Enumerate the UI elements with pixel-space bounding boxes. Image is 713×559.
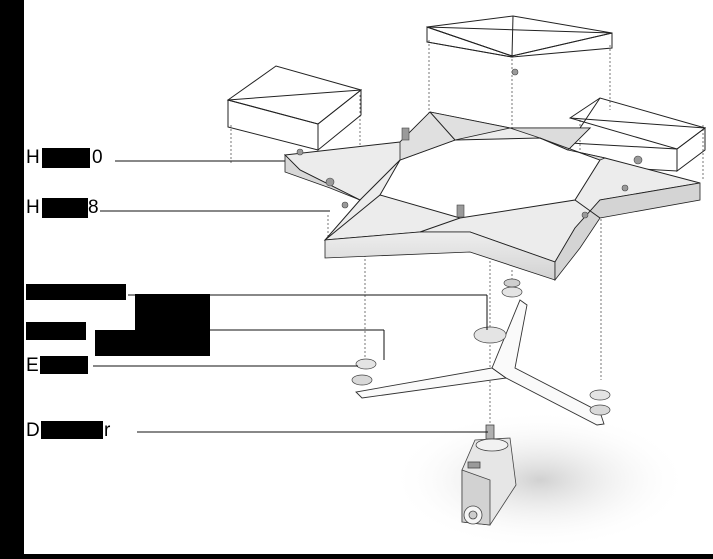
label-redaction-2 — [42, 198, 88, 218]
label-hexagon-10-end: 0 — [92, 147, 102, 169]
label-d-start: D — [26, 420, 39, 442]
label-redaction-3 — [26, 284, 126, 300]
roof-block-center — [427, 16, 612, 57]
label-redaction-1 — [42, 148, 90, 168]
label-redaction-5 — [135, 294, 210, 356]
label-hexagon-8-end: 8 — [88, 197, 98, 219]
left-edge-bar — [0, 0, 24, 559]
label-hexagon-8-start: H — [26, 197, 39, 219]
label-redaction-4 — [26, 322, 86, 340]
label-hexagon-10-start: H — [26, 147, 39, 169]
label-d-end: r — [104, 420, 110, 442]
label-redaction-8 — [41, 421, 103, 439]
floor-shadow — [390, 410, 690, 550]
label-redaction-7 — [40, 356, 88, 374]
bottom-edge-bar — [0, 554, 713, 559]
base-joints — [352, 279, 610, 415]
base-frame — [356, 300, 604, 425]
label-e: E — [26, 355, 38, 377]
label-redaction-6 — [95, 330, 140, 356]
roof-block-left — [228, 66, 361, 150]
